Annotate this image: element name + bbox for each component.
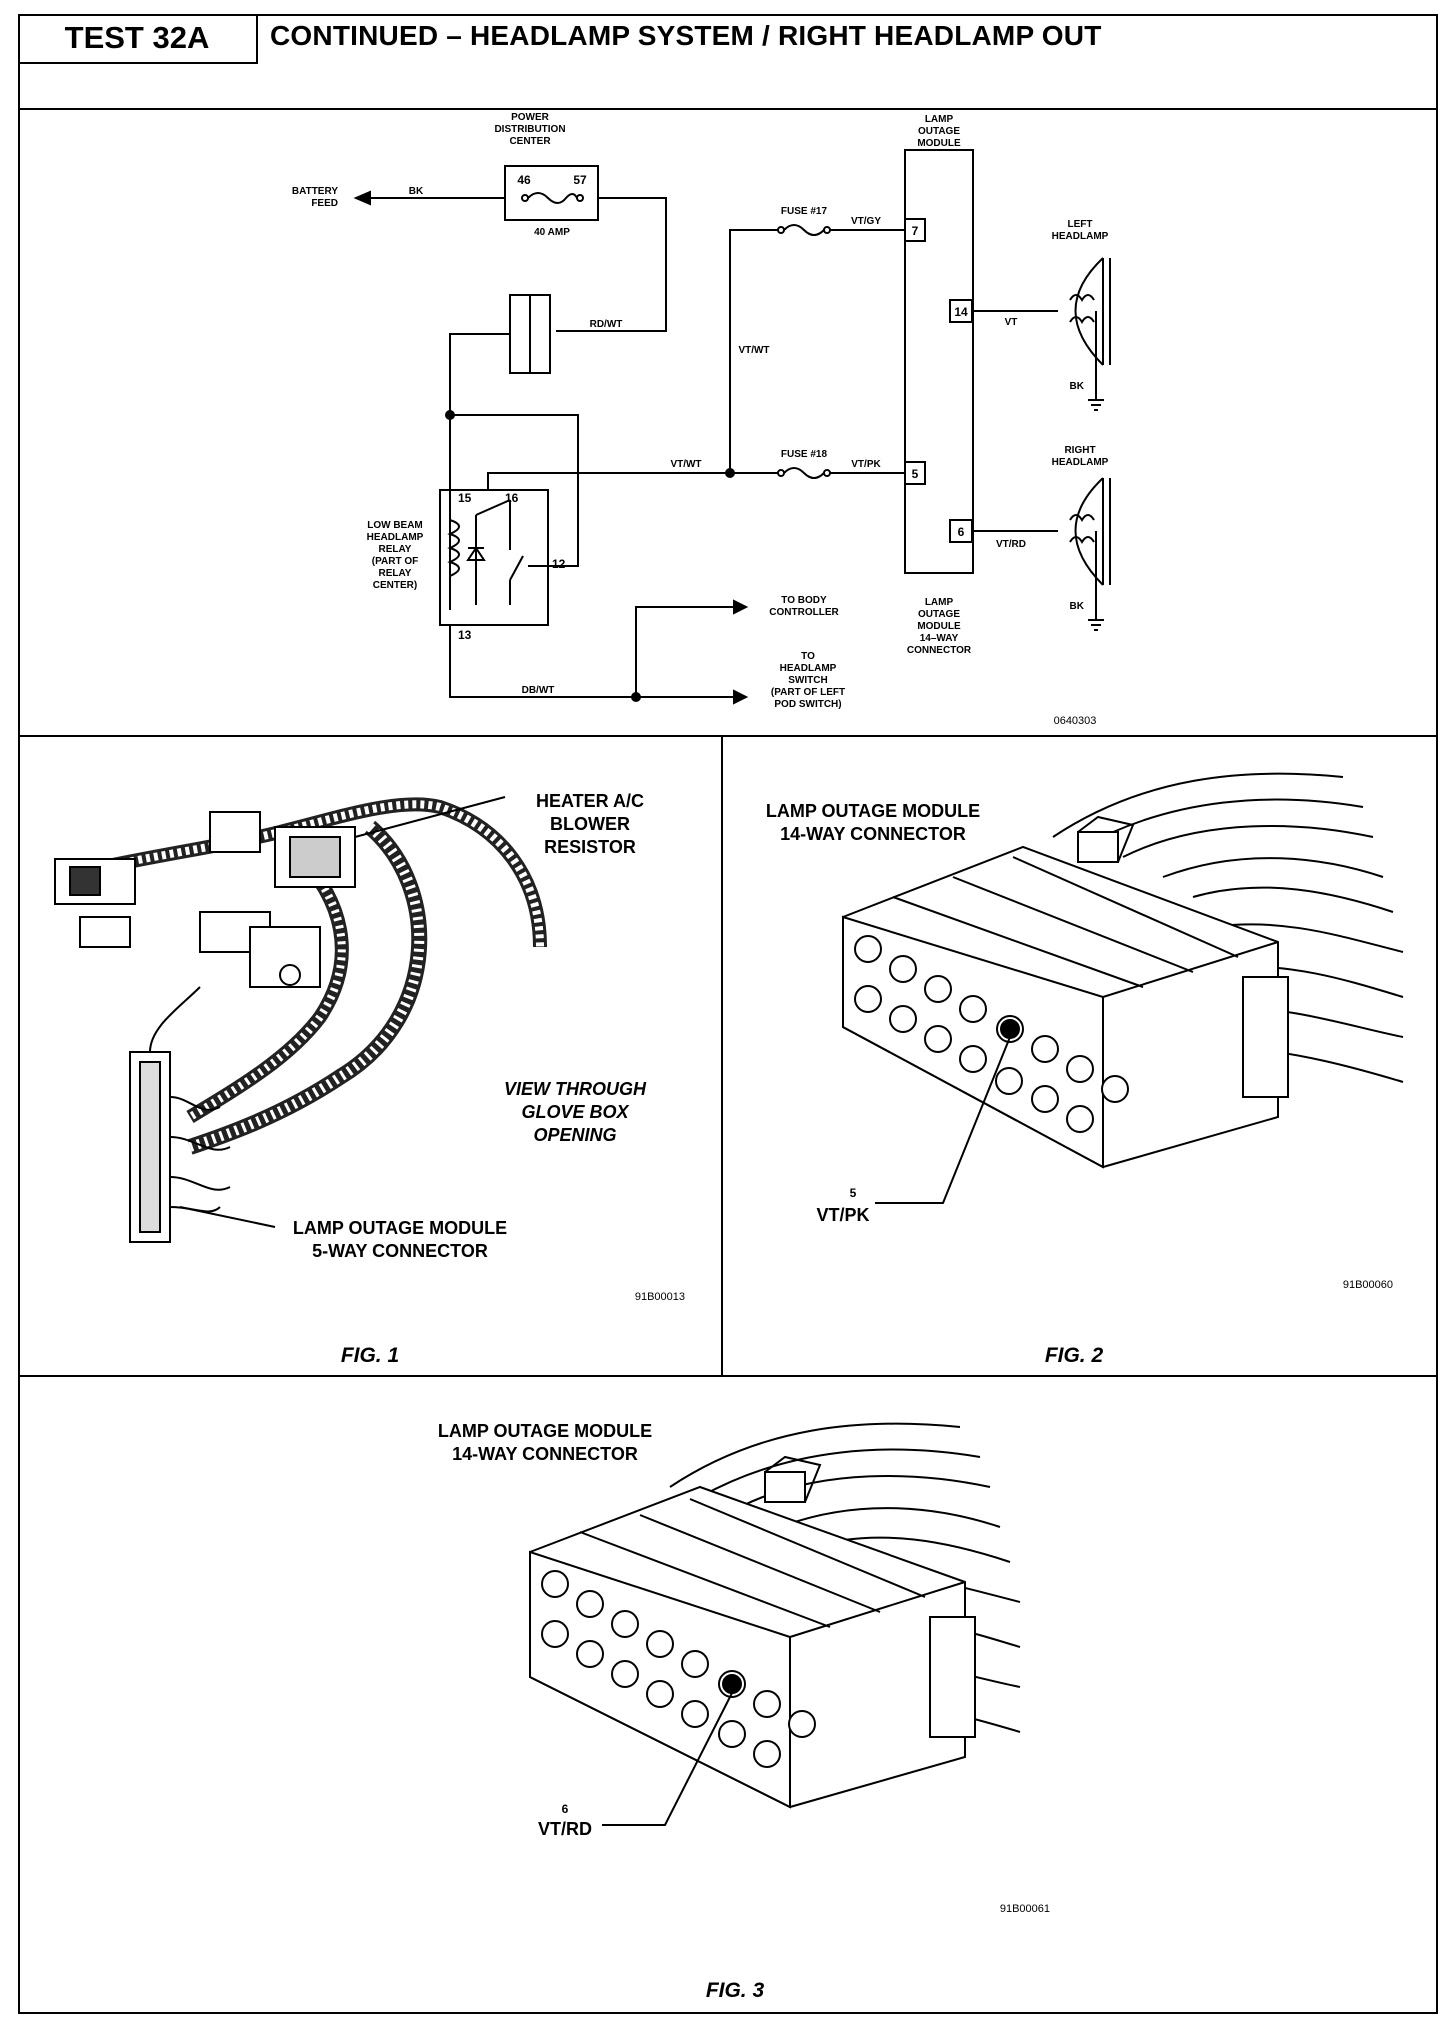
left-headlamp-label: LEFT [1068,219,1093,230]
wire-label: BK [409,186,424,197]
fig2-title: 14-WAY CONNECTOR [780,824,966,844]
lom-pin: 6 [958,525,965,539]
to-switch-label: POD SWITCH) [774,699,841,710]
to-body-label: TO BODY [781,595,827,606]
to-switch-label: HEADLAMP [780,663,837,674]
fig3-title: 14-WAY CONNECTOR [452,1444,638,1464]
fuse-label: FUSE #17 [781,206,828,217]
fig3-ref: 91B00061 [1000,1903,1050,1915]
fig1-connector-label: 5-WAY CONNECTOR [312,1241,488,1261]
lom-pin: 7 [912,224,919,238]
page-title: CONTINUED – HEADLAMP SYSTEM / RIGHT HEAD… [270,20,1102,51]
fig1-callout: HEATER A/C [536,791,644,811]
fig2-ref: 91B00060 [1343,1279,1393,1291]
schematic-ref: 0640303 [1054,715,1097,727]
fig1-view-note: GLOVE BOX [521,1102,629,1122]
battery-feed-label: BATTERY [292,186,338,197]
fig1-callout: RESISTOR [544,837,636,857]
left-headlamp-label: HEADLAMP [1052,231,1109,242]
wire-label: VT/GY [851,216,881,227]
fig1-ref: 91B00013 [635,1291,685,1303]
right-headlamp-label: RIGHT [1064,445,1095,456]
lom-connector-label: OUTAGE [918,609,960,620]
relay-pin: 15 [458,491,472,505]
wire-label: RD/WT [590,319,623,330]
fig3-illustration: LAMP OUTAGE MODULE 14-WAY CONNECTOR 6 VT… [438,1421,1050,2002]
to-body-label: CONTROLLER [769,607,839,618]
fig3-wire-color: VT/RD [538,1819,592,1839]
wiring-schematic: POWER DISTRIBUTION CENTER 46 57 40 AMP B… [292,112,1111,727]
fig-divider [721,735,723,1375]
relay-label: RELAY [379,544,412,555]
test-id: TEST 32A [18,14,258,64]
battery-feed-label: FEED [311,198,338,209]
to-switch-label: (PART OF LEFT [771,687,845,698]
fig3-title: LAMP OUTAGE MODULE [438,1421,652,1441]
to-switch-label: TO [801,651,815,662]
relay-pin: 13 [458,628,472,642]
lom-pin: 5 [912,467,919,481]
wire-label: VT/PK [851,459,881,470]
fig2-wire-color: VT/PK [816,1205,869,1225]
header-divider [18,108,1438,110]
lom-label: MODULE [917,138,961,149]
to-switch-label: SWITCH [788,675,827,686]
relay-label: CENTER) [373,580,417,591]
fig2-title: LAMP OUTAGE MODULE [766,801,980,821]
wire-label: VT/RD [996,539,1026,550]
fig3-caption: FIG. 3 [706,1979,765,2002]
lom-pin: 14 [954,305,968,319]
fig1-caption: FIG. 1 [341,1344,399,1367]
pdc-pin: 57 [573,173,587,187]
wire-label: VT/WT [738,345,769,356]
wire-label: VT/WT [670,459,701,470]
fig1-connector-label: LAMP OUTAGE MODULE [293,1218,507,1238]
wire-label: DB/WT [522,685,555,696]
pdc-label: DISTRIBUTION [494,124,565,135]
lom-label: LAMP [925,114,954,125]
fig2-illustration: LAMP OUTAGE MODULE 14-WAY CONNECTOR 5 VT… [766,772,1404,1367]
lom-connector-label: CONNECTOR [907,645,972,656]
lom-connector-label: LAMP [925,597,954,608]
fig2-pin-number: 5 [850,1186,857,1200]
fig3-divider [18,1375,1438,1377]
relay-pin: 12 [552,557,566,571]
ground-label: BK [1070,381,1085,392]
relay-label: LOW BEAM [367,520,423,531]
relay-label: HEADLAMP [367,532,424,543]
lom-connector-label: MODULE [917,621,961,632]
lom-connector-label: 14–WAY [920,633,959,644]
fig3-pin-number: 6 [562,1802,569,1816]
fig1-view-note: OPENING [533,1125,616,1145]
pdc-fuse-rating: 40 AMP [534,227,570,238]
lom-label: OUTAGE [918,126,960,137]
relay-label: RELAY [379,568,412,579]
schematic-divider [18,735,1438,737]
pdc-label: POWER [511,112,550,123]
pdc-pin: 46 [517,173,531,187]
page-frame [18,14,1438,2014]
fig1-callout: BLOWER [550,814,630,834]
fig1-illustration: HEATER A/C BLOWER RESISTOR VIEW THROUGH … [54,791,685,1367]
ground-label: BK [1070,601,1085,612]
wire-label: VT [1005,317,1018,328]
right-headlamp-label: HEADLAMP [1052,457,1109,468]
relay-pin: 16 [505,491,519,505]
fuse-label: FUSE #18 [781,449,828,460]
relay-label: (PART OF [372,556,418,567]
pdc-label: CENTER [509,136,551,147]
fig2-caption: FIG. 2 [1045,1344,1104,1367]
fig1-view-note: VIEW THROUGH [504,1079,647,1099]
